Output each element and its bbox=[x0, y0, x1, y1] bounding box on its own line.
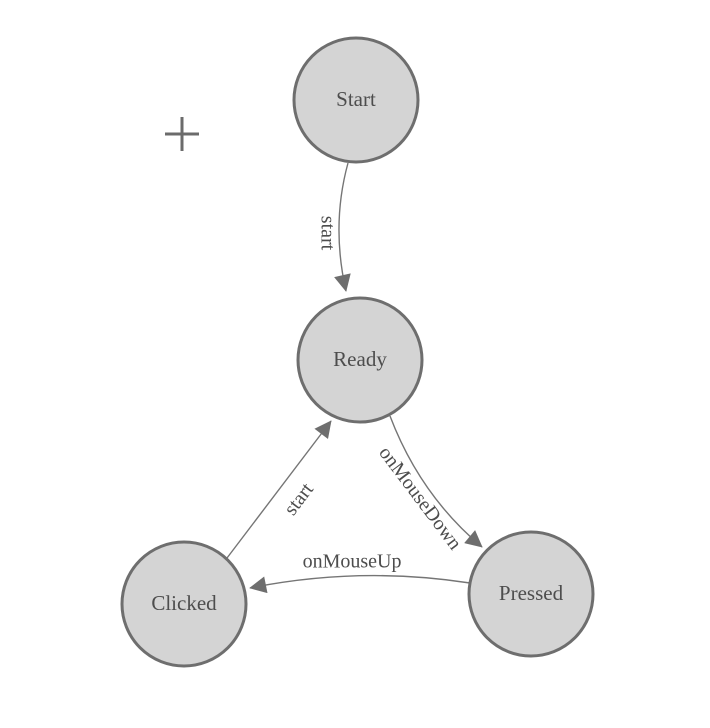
node-start[interactable]: Start bbox=[292, 36, 420, 164]
node-ready-circle[interactable] bbox=[296, 296, 424, 424]
node-pressed-circle[interactable] bbox=[467, 530, 595, 658]
plus-crosshair-icon[interactable] bbox=[165, 117, 199, 151]
edge-pressed-to-clicked[interactable] bbox=[249, 574, 471, 594]
node-ready-label: Ready bbox=[333, 347, 387, 371]
node-clicked[interactable]: Clicked bbox=[120, 540, 248, 668]
edge-ready-to-pressed[interactable] bbox=[389, 415, 483, 548]
node-ready[interactable]: Ready bbox=[296, 296, 424, 424]
node-start-label: Start bbox=[336, 87, 376, 111]
edge-label-pressed-to-clicked[interactable]: onMouseUp bbox=[303, 551, 402, 573]
node-clicked-label: Clicked bbox=[151, 591, 217, 615]
edge-start-to-ready[interactable] bbox=[334, 162, 351, 292]
edge-label-ready-to-pressed[interactable]: onMouseDown bbox=[374, 442, 466, 554]
edge-clicked-to-ready[interactable] bbox=[226, 420, 332, 559]
node-pressed[interactable]: Pressed bbox=[467, 530, 595, 658]
node-start-circle[interactable] bbox=[292, 36, 420, 164]
node-pressed-label: Pressed bbox=[499, 581, 564, 605]
edge-label-clicked-to-ready[interactable]: start bbox=[280, 478, 319, 519]
edge-label-start-to-ready[interactable]: start bbox=[316, 216, 338, 251]
node-clicked-circle[interactable] bbox=[120, 540, 248, 668]
